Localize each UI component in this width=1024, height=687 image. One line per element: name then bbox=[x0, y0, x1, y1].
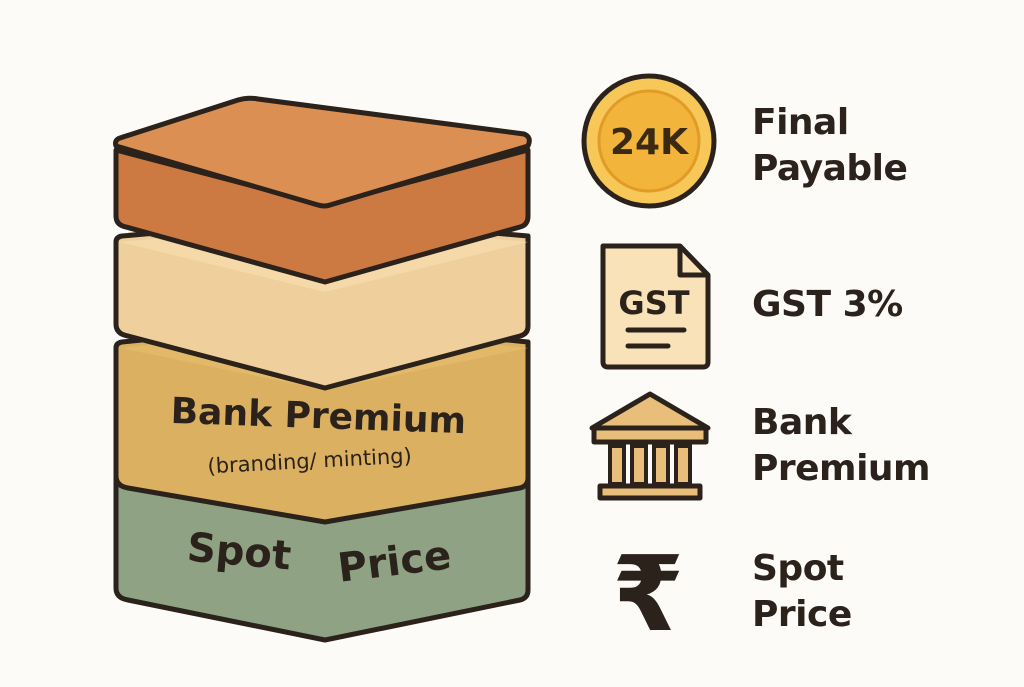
legend-final-payable: Final Payable bbox=[752, 100, 908, 192]
rupee-glyph: ₹ bbox=[612, 533, 684, 655]
legend-bank-premium-line2: Premium bbox=[752, 448, 931, 489]
legend-final-payable-line1: Final bbox=[752, 102, 849, 143]
legend-bank-premium: Bank Premium bbox=[752, 400, 931, 492]
rupee-icon: ₹ bbox=[612, 533, 684, 655]
legend-bank-premium-line1: Bank bbox=[752, 402, 852, 443]
coin-24k-icon: 24K bbox=[581, 73, 717, 209]
coin-badge-text: 24K bbox=[610, 122, 689, 163]
gst-doc-text: GST bbox=[618, 284, 689, 322]
legend-spot-price: Spot Price bbox=[752, 546, 852, 638]
legend-final-payable-line2: Payable bbox=[752, 148, 908, 189]
legend-gst: GST 3% bbox=[752, 282, 903, 328]
legend-spot-price-line1: Spot bbox=[752, 548, 844, 589]
bank-building-icon bbox=[589, 391, 711, 501]
gst-document-icon: GST bbox=[600, 243, 711, 370]
spot-layer-word-spot: Spot bbox=[185, 525, 293, 580]
legend-spot-price-line2: Price bbox=[752, 594, 852, 635]
final-payable-layer bbox=[113, 95, 532, 285]
legend-gst-label: GST 3% bbox=[752, 284, 903, 325]
